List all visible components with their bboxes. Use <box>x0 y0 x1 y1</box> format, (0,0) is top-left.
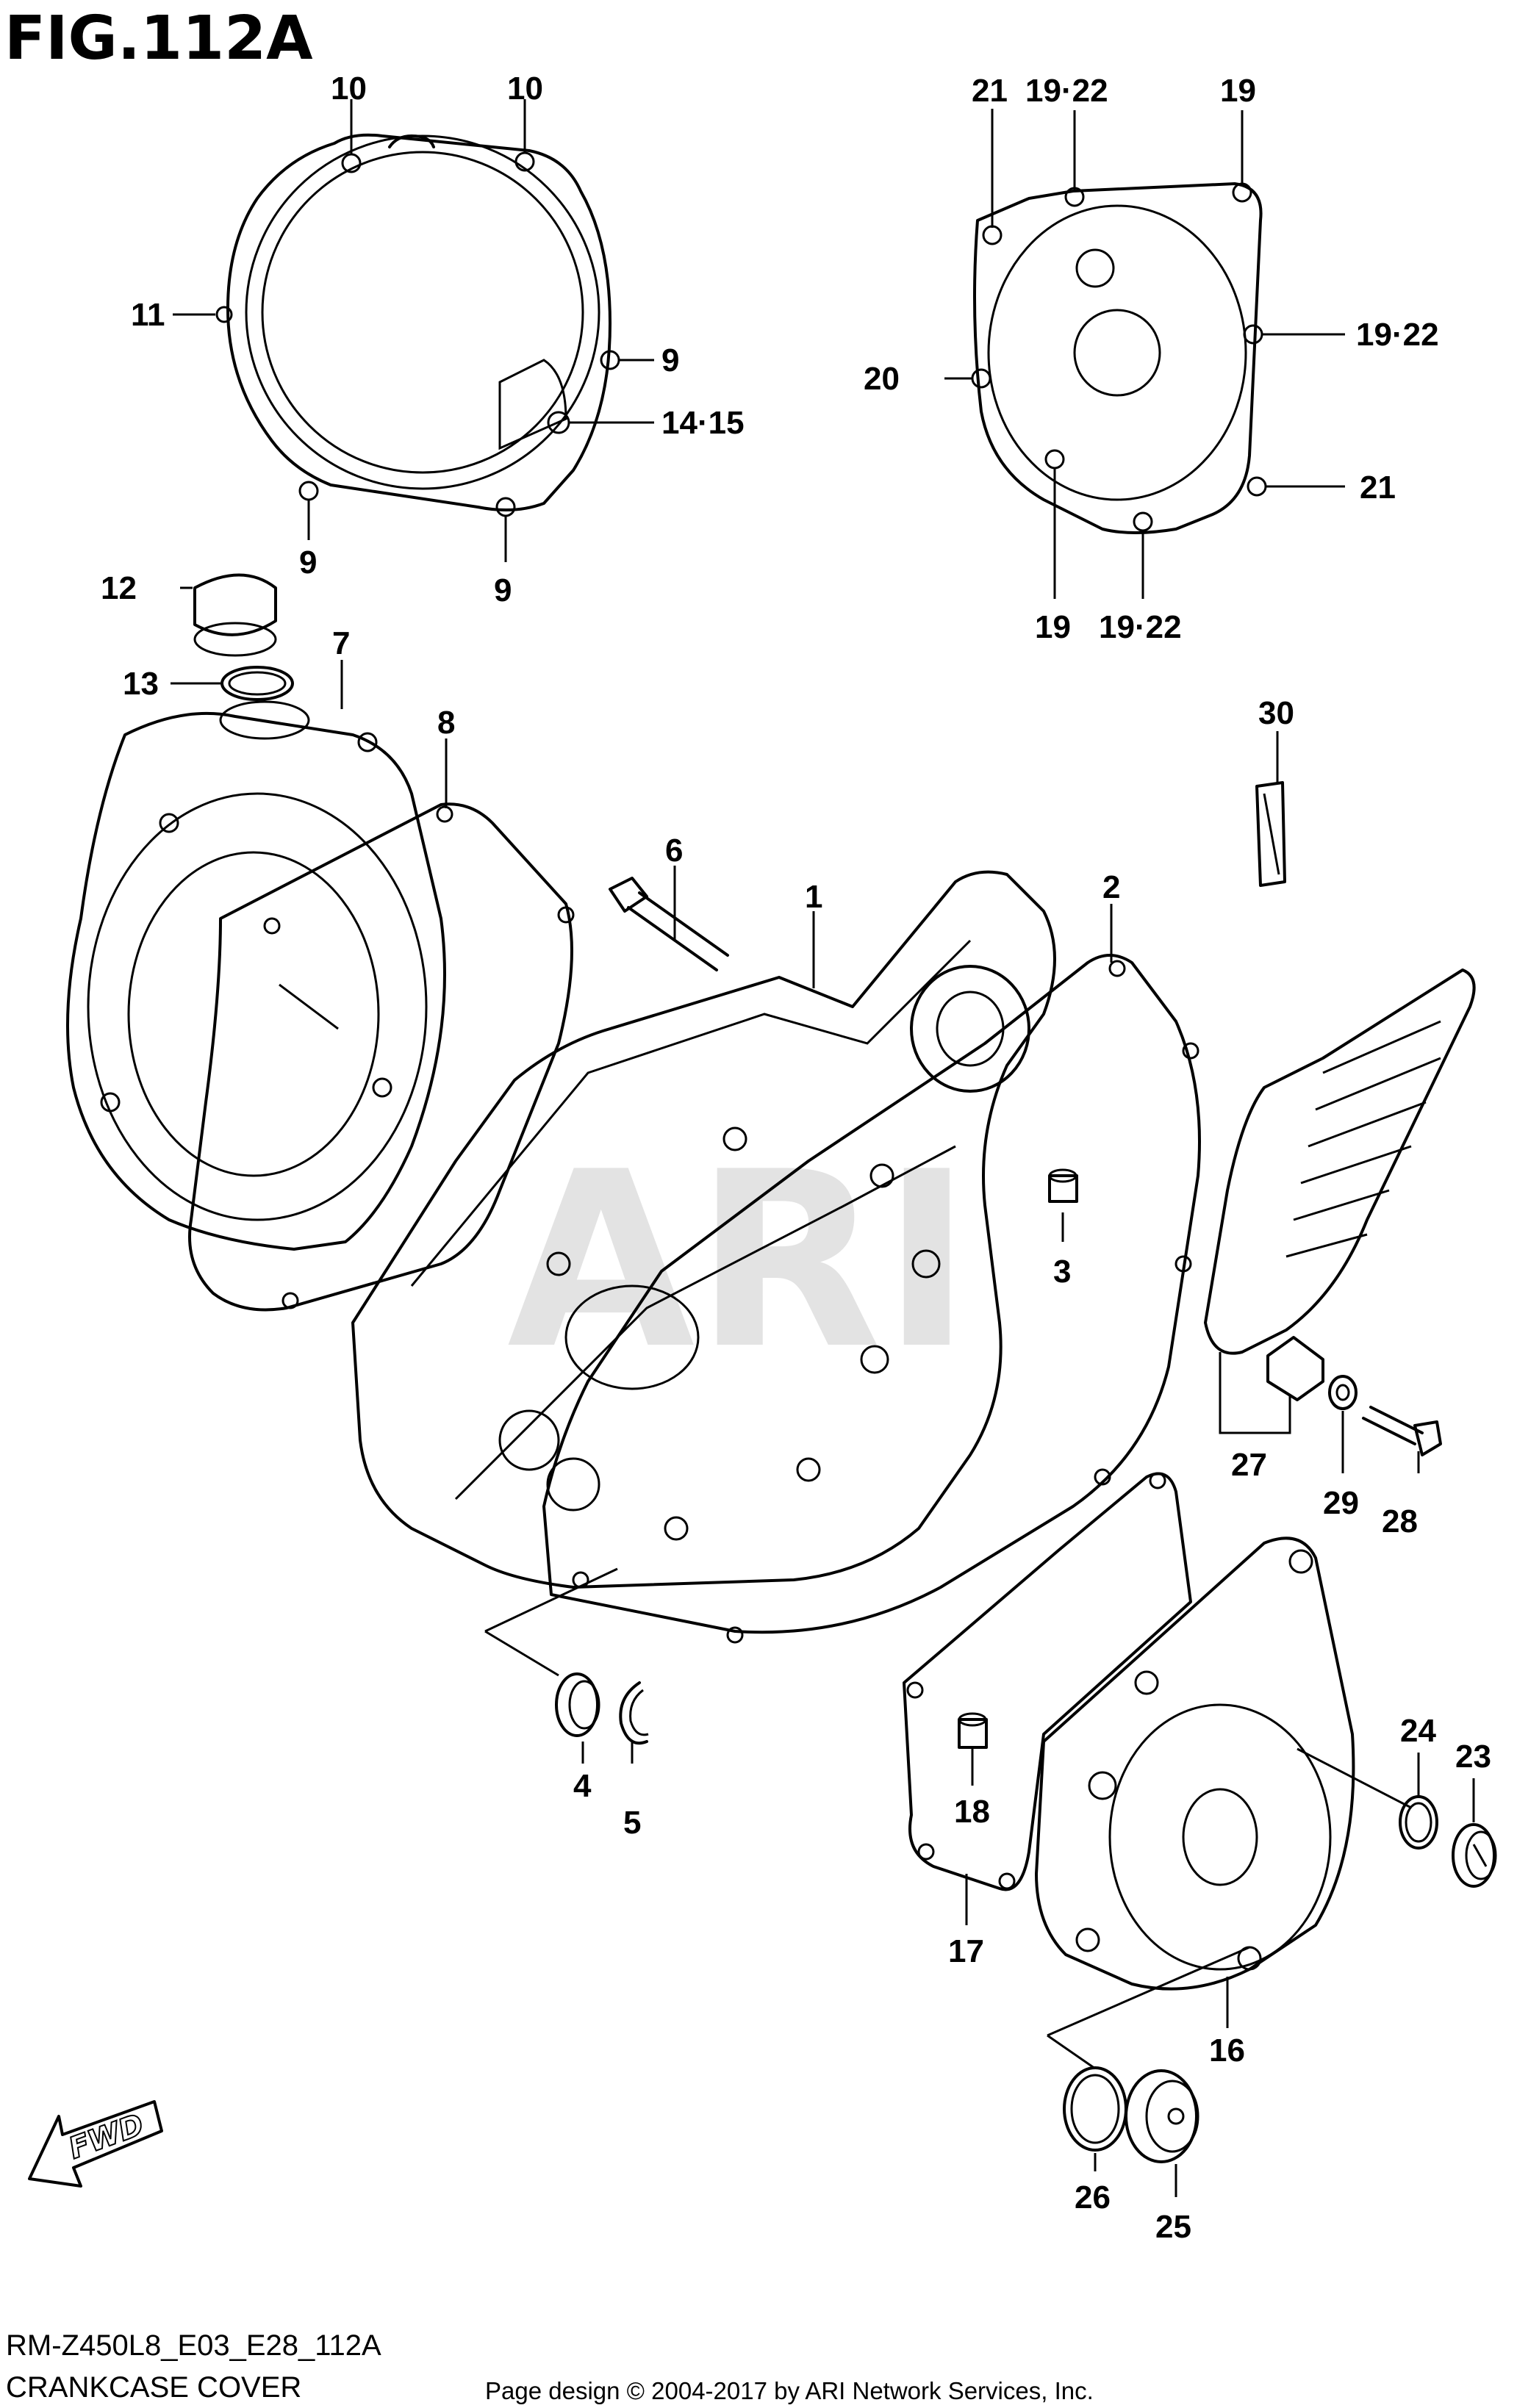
o-ring-13 <box>220 666 294 701</box>
dowel-pin-18 <box>958 1712 988 1749</box>
circlip-5 <box>619 1681 649 1745</box>
callout-6: 6 <box>665 833 683 869</box>
callout-28: 28 <box>1382 1503 1418 1539</box>
plate-30 <box>1255 781 1286 887</box>
callout-19-top: 19 <box>1220 73 1256 109</box>
callout-9-left: 9 <box>299 545 317 581</box>
figure-title: FIG.112A <box>4 4 313 73</box>
callout-24: 24 <box>1400 1713 1436 1749</box>
callout-19-22-bottom: 19·22 <box>1099 609 1182 645</box>
bolt-6 <box>609 877 729 971</box>
generator-cover-16 <box>1035 1537 1355 1991</box>
callout-16: 16 <box>1209 2033 1245 2069</box>
sprocket-cover-27 <box>1204 968 1476 1355</box>
o-ring-26 <box>1063 2066 1127 2152</box>
oil-filler-cap <box>193 573 277 657</box>
callout-17: 17 <box>948 1933 984 1969</box>
callout-12: 12 <box>101 570 137 606</box>
callout-21-top: 21 <box>972 73 1008 109</box>
callout-9-bottom: 9 <box>494 572 512 608</box>
section-name: CRANKCASE COVER <box>6 2371 301 2404</box>
bolt-28 <box>1362 1406 1442 1456</box>
callout-23: 23 <box>1455 1739 1491 1775</box>
dowel-pin-3 <box>1048 1168 1078 1203</box>
callout-10-left: 10 <box>331 71 367 107</box>
callouts: 10 10 11 9 14·15 9 9 12 13 7 8 6 1 2 3 4… <box>101 71 1491 2245</box>
callout-4: 4 <box>573 1768 592 1804</box>
leader-24 <box>1297 1747 1412 1809</box>
callout-19-22-top: 19·22 <box>1025 73 1108 109</box>
callout-8: 8 <box>437 705 455 741</box>
copyright-credit: Page design © 2004-2017 by ARI Network S… <box>485 2377 1094 2404</box>
callout-2: 2 <box>1102 869 1120 905</box>
callout-29: 29 <box>1323 1485 1359 1521</box>
callout-1: 1 <box>805 879 822 915</box>
callout-18: 18 <box>954 1794 990 1830</box>
callout-7: 7 <box>332 625 350 661</box>
clutch-cover-gasket <box>188 802 575 1312</box>
washer-29 <box>1328 1375 1358 1410</box>
callout-25: 25 <box>1155 2209 1191 2245</box>
callout-20: 20 <box>864 361 900 397</box>
callout-10-right: 10 <box>507 71 543 107</box>
leader-27 <box>1219 1352 1291 1434</box>
generator-cover-gasket-17 <box>903 1472 1192 1891</box>
callout-11: 11 <box>131 297 165 333</box>
callout-21-right: 21 <box>1360 470 1396 506</box>
callout-14-15: 14·15 <box>661 405 745 441</box>
callout-3: 3 <box>1053 1254 1071 1290</box>
callout-26: 26 <box>1075 2179 1111 2215</box>
collar-27 <box>1266 1336 1324 1401</box>
plug-23 <box>1452 1823 1497 1888</box>
clutch-cover-body <box>66 700 446 1251</box>
callout-19-22-right: 19·22 <box>1356 317 1439 353</box>
leader-group-4-5 <box>484 1567 618 1677</box>
callout-5: 5 <box>623 1805 641 1841</box>
callout-30: 30 <box>1258 695 1294 731</box>
clutch-cover-outer <box>215 133 620 517</box>
callout-9-right: 9 <box>661 342 679 378</box>
callout-13: 13 <box>123 666 159 702</box>
forward-direction-arrow: FWD <box>28 2100 163 2188</box>
fwd-label: FWD <box>65 2107 148 2166</box>
crankcase-gasket <box>542 954 1201 1644</box>
plug-25 <box>1125 2069 1199 2163</box>
leader-group-25-26 <box>1047 1946 1250 2070</box>
callout-19-bottom: 19 <box>1035 609 1071 645</box>
callout-27: 27 <box>1231 1447 1267 1483</box>
generator-cover <box>971 182 1267 534</box>
model-code: RM-Z450L8_E03_E28_112A <box>6 2329 381 2362</box>
oil-seal-4 <box>555 1672 600 1737</box>
leader-lines <box>171 99 1475 2197</box>
